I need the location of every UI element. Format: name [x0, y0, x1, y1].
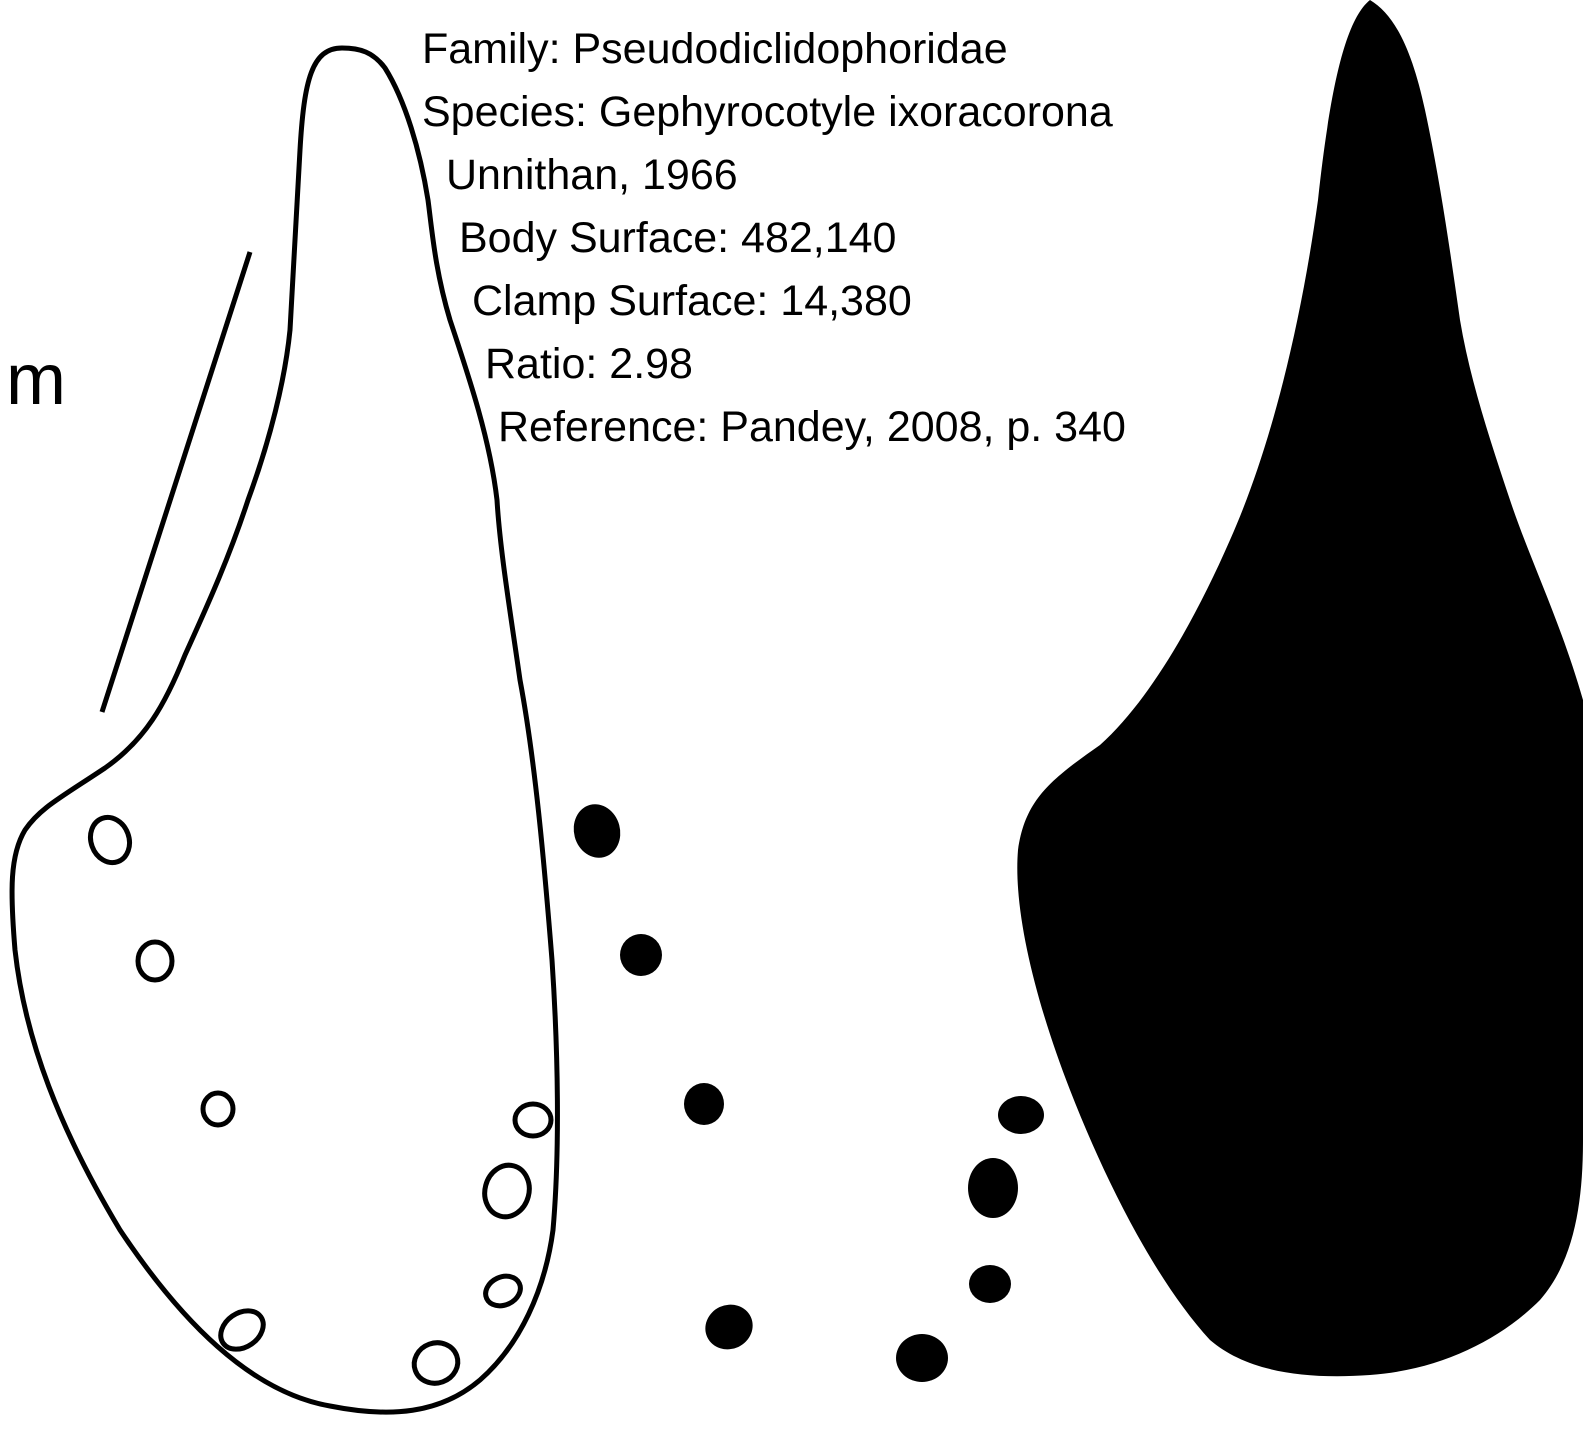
open-clamp — [138, 942, 172, 980]
open-clamp — [479, 1160, 535, 1222]
ratio-label: Ratio: 2.98 — [485, 339, 693, 389]
filled-clamp — [568, 799, 626, 863]
body-silhouette — [1017, 0, 1583, 1376]
scale-unit-label: m — [6, 340, 66, 420]
filled-clamp — [698, 1297, 760, 1357]
filled-clamp — [620, 934, 662, 976]
filled-clamp — [684, 1083, 724, 1125]
filled-clamp — [998, 1096, 1044, 1134]
filled-clamp — [969, 1265, 1011, 1303]
species-label: Species: Gephyrocotyle ixoracorona — [422, 87, 1113, 137]
open-clamp — [481, 1271, 525, 1312]
filled-clamp — [968, 1158, 1018, 1218]
clamp-surface-label: Clamp Surface: 14,380 — [472, 276, 912, 326]
open-clamp — [84, 812, 135, 868]
open-clamp — [408, 1337, 463, 1390]
reference-label: Reference: Pandey, 2008, p. 340 — [498, 402, 1126, 452]
open-clamp — [515, 1104, 551, 1136]
family-label: Family: Pseudodiclidophoridae — [422, 24, 1008, 74]
filled-clamp — [896, 1334, 948, 1382]
open-clamp — [203, 1093, 233, 1125]
author-label: Unnithan, 1966 — [446, 150, 738, 200]
body-surface-label: Body Surface: 482,140 — [459, 213, 896, 263]
scale-bar — [102, 252, 250, 712]
